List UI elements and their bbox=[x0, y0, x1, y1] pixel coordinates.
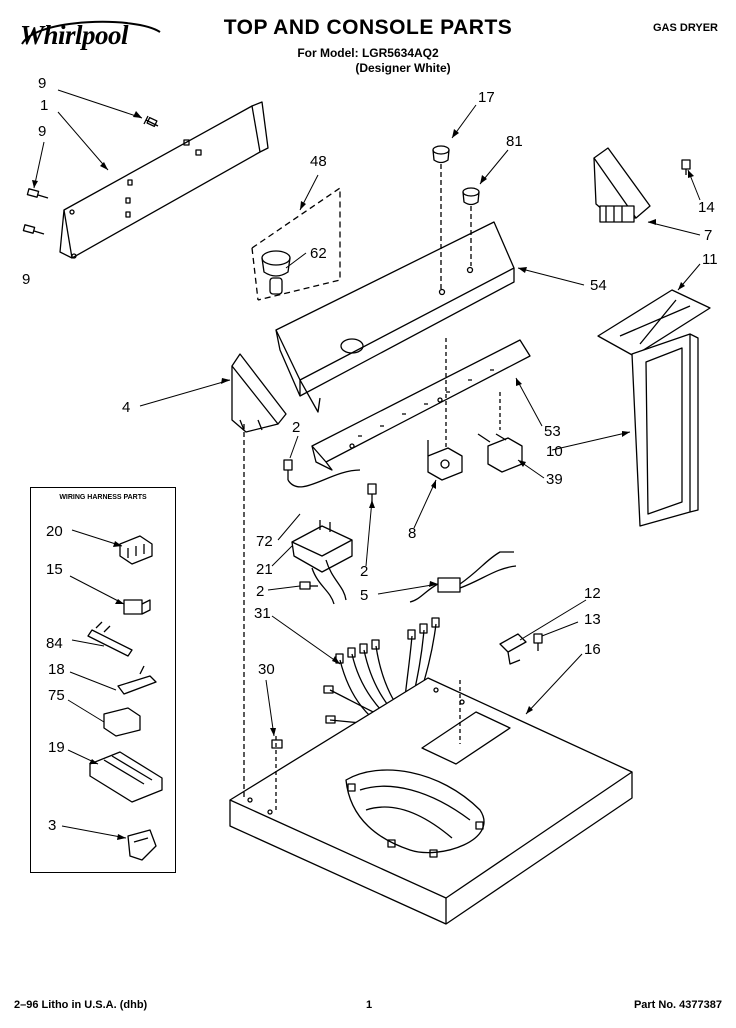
callout-1: 1 bbox=[40, 97, 49, 114]
wiring-harness-box bbox=[30, 487, 176, 873]
wiring-part-75-block bbox=[103, 707, 141, 737]
brand-logo: Whirlpool bbox=[20, 20, 129, 50]
callout-10: 10 bbox=[546, 443, 563, 460]
callout-20: 20 bbox=[46, 523, 63, 540]
wiring-part-84-terminal bbox=[87, 621, 133, 657]
brand-logo-ring-icon bbox=[21, 20, 161, 45]
callout-12: 12 bbox=[584, 585, 601, 602]
knob-kit-part-48 bbox=[251, 187, 341, 301]
footer-litho: 2–96 Litho in U.S.A. (dhb) bbox=[14, 999, 148, 1011]
lens-part-11 bbox=[597, 289, 711, 357]
screw-part-9-bottom bbox=[22, 224, 45, 235]
end-cap-part-7 bbox=[593, 147, 651, 223]
callout-16: 16 bbox=[584, 641, 601, 658]
module-part-21 bbox=[291, 520, 353, 605]
callout-21: 21 bbox=[256, 561, 273, 578]
callout-5: 5 bbox=[360, 587, 369, 604]
model-note: (Designer White) bbox=[355, 61, 451, 75]
rear-panel-part-1 bbox=[59, 101, 269, 259]
callout-9-bottom: 9 bbox=[22, 271, 31, 288]
callout-4: 4 bbox=[122, 399, 131, 416]
callout-62: 62 bbox=[310, 245, 327, 262]
callout-2-lower: 2 bbox=[256, 583, 265, 600]
clip-part-30 bbox=[271, 739, 283, 749]
wiring-part-18-terminal bbox=[117, 665, 157, 695]
wire-part-72 bbox=[287, 469, 361, 488]
console-frame-part-10 bbox=[631, 333, 699, 527]
callout-17: 17 bbox=[478, 89, 495, 106]
callout-30: 30 bbox=[258, 661, 275, 678]
screw-part-13 bbox=[533, 633, 543, 651]
callout-84: 84 bbox=[46, 635, 63, 652]
end-cap-part-4 bbox=[231, 353, 287, 433]
callout-53: 53 bbox=[544, 423, 561, 440]
wiring-harness-box-title: WIRING HARNESS PARTS bbox=[59, 494, 147, 501]
screw-part-2-lower bbox=[299, 581, 318, 590]
leader-arrowheads bbox=[32, 111, 694, 840]
knob-part-81 bbox=[462, 187, 480, 266]
callout-48: 48 bbox=[310, 153, 327, 170]
callout-9-mid: 9 bbox=[38, 123, 47, 140]
dryer-top-part-16 bbox=[229, 424, 633, 925]
wiring-part-3-clip bbox=[127, 829, 157, 861]
screw-part-9-mid bbox=[26, 188, 49, 199]
leader-lines bbox=[33, 89, 701, 839]
callout-11: 11 bbox=[702, 251, 718, 268]
switch-part-39 bbox=[477, 433, 523, 473]
callout-3: 3 bbox=[48, 817, 57, 834]
callout-81: 81 bbox=[506, 133, 523, 150]
page-title: TOP AND CONSOLE PARTS bbox=[223, 16, 513, 39]
harness-part-5 bbox=[409, 551, 517, 603]
callout-72: 72 bbox=[256, 533, 273, 550]
callout-2-upper: 2 bbox=[292, 419, 301, 436]
callout-31: 31 bbox=[254, 605, 271, 622]
wiring-part-19-block bbox=[89, 751, 163, 803]
console-panel-part-54 bbox=[275, 221, 515, 413]
callout-2-mid: 2 bbox=[360, 563, 369, 580]
product-type: GAS DRYER bbox=[653, 22, 718, 34]
screw-part-9-top bbox=[143, 115, 159, 128]
callout-19: 19 bbox=[48, 739, 65, 756]
callout-15: 15 bbox=[46, 561, 63, 578]
screw-part-2-mid bbox=[367, 483, 377, 502]
callout-7: 7 bbox=[704, 227, 713, 244]
switch-part-8 bbox=[427, 440, 463, 481]
callout-14: 14 bbox=[698, 199, 715, 216]
callout-13: 13 bbox=[584, 611, 601, 628]
wiring-part-15-connector bbox=[123, 599, 151, 615]
footer-part-number: Part No. 4377387 bbox=[633, 999, 722, 1011]
screw-part-2-upper bbox=[283, 459, 293, 480]
model-line: For Model: LGR5634AQ2 bbox=[297, 46, 439, 60]
callout-9-top: 9 bbox=[38, 75, 47, 92]
callout-54: 54 bbox=[590, 277, 607, 294]
callout-8: 8 bbox=[408, 525, 417, 542]
top-harness-loop bbox=[345, 769, 485, 858]
callout-18: 18 bbox=[48, 661, 65, 678]
bracket-part-12 bbox=[499, 633, 527, 665]
callout-39: 39 bbox=[546, 471, 563, 488]
backsplash-part-53 bbox=[311, 338, 531, 471]
screw-part-14 bbox=[681, 159, 691, 175]
wiring-part-20-connector bbox=[119, 535, 153, 565]
callout-75: 75 bbox=[48, 687, 65, 704]
footer-page-number: 1 bbox=[366, 999, 373, 1011]
knob-part-17 bbox=[432, 145, 450, 290]
